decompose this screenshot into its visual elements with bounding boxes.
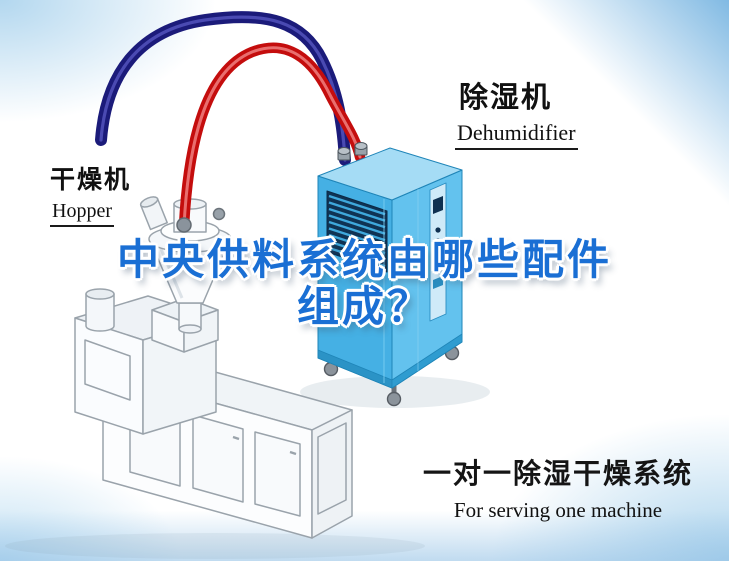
bottom-caption: 一对一除湿干燥系统 For serving one machine (423, 452, 693, 523)
extruder-door-3 (254, 431, 301, 517)
caption-en: For serving one machine (453, 498, 663, 522)
main-title-line1: 中央供料系统由哪些配件 (116, 235, 612, 284)
extruder-end-face (311, 409, 353, 539)
dehumidifier-top-face (317, 147, 463, 201)
hopper-label-en: Hopper (50, 200, 114, 227)
pipe-blue-highlight (99, 15, 347, 162)
dehumidifier-label-en: Dehumidifier (455, 120, 578, 150)
control-panel (429, 182, 447, 322)
hopper-cone-highlight (159, 248, 184, 299)
motor-cylinder (85, 294, 115, 332)
dehumidifier-side-trim (391, 333, 463, 389)
pipe-red-highlight (182, 46, 362, 228)
dehumidifier-label: 除湿机 Dehumidifier (455, 74, 578, 150)
hopper-label-cn: 干燥机 (50, 165, 132, 194)
pipe-connectors (337, 142, 368, 161)
pipes (95, 11, 366, 232)
extruder-shadow (5, 533, 425, 559)
motor-cylinder-top (85, 288, 115, 300)
hopper-elbow-fitting (212, 207, 226, 221)
vent-grille (326, 190, 388, 273)
hopper-machine (139, 196, 232, 334)
control-button-1 (435, 227, 441, 233)
extruder-door-2 (192, 414, 244, 503)
hopper-side-motor (139, 196, 168, 231)
main-title-line2: 组成？ (296, 282, 432, 332)
hopper-pipe-fitting (176, 217, 192, 233)
gearbox-vent-panel (84, 339, 131, 401)
control-display (433, 196, 443, 214)
hopper-drop-tube-bottom (178, 324, 202, 334)
extruder-end-panel (317, 422, 347, 515)
dehumidifier-machine (317, 142, 463, 407)
main-title: 中央供料系统由哪些配件 组成？ (0, 236, 729, 330)
hopper-label: 干燥机 Hopper (50, 160, 131, 227)
dehumidifier-label-cn: 除湿机 (459, 80, 553, 114)
caption-cn: 一对一除湿干燥系统 (422, 457, 693, 490)
brand-plate (433, 276, 443, 289)
control-button-2 (435, 238, 441, 244)
